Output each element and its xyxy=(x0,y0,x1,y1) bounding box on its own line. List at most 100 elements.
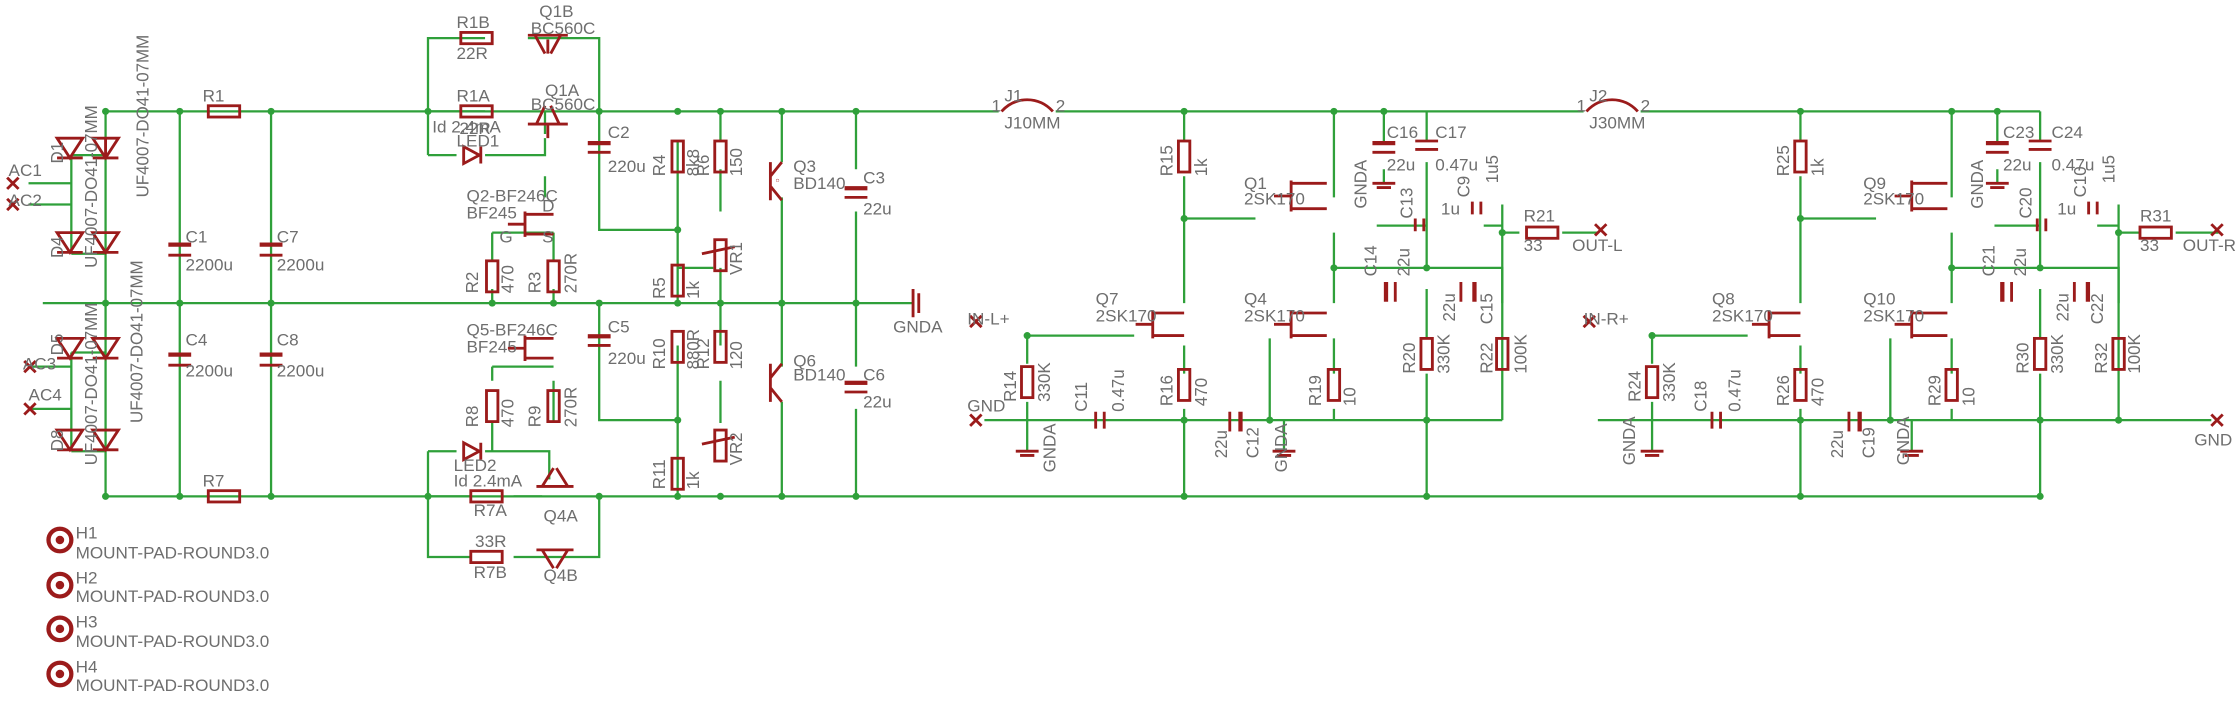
label-c3-val: 22u xyxy=(863,199,892,218)
label-r30: R30 xyxy=(2014,343,2033,374)
label-diode-val-4: UF4007-DO41-07MM xyxy=(128,260,147,423)
label-c11-val: 0.47u xyxy=(1109,369,1128,411)
resistor-r7 xyxy=(206,489,242,504)
label-r7a-val: 33R xyxy=(475,532,506,551)
label-inl: IN-L+ xyxy=(967,309,1009,328)
label-h3-val: MOUNT-PAD-ROUND3.0 xyxy=(76,632,270,651)
label-h2-val: MOUNT-PAD-ROUND3.0 xyxy=(76,587,270,606)
label-c10: C10 xyxy=(2071,166,2090,197)
label-r8-val: 470 xyxy=(499,399,518,427)
label-gnd-right: GND xyxy=(2194,431,2232,450)
label-r24: R24 xyxy=(1626,371,1645,402)
pin-g-q2: G xyxy=(499,228,512,247)
label-r26: R26 xyxy=(1774,375,1793,406)
label-gnda-r2: GNDA xyxy=(1894,416,1913,466)
label-c6-val: 22u xyxy=(863,393,892,412)
label-c20-val: 1u xyxy=(2057,199,2076,218)
label-vr1: VR1 xyxy=(727,242,746,275)
label-c23-val: 22u xyxy=(2003,156,2032,175)
label-q4l-val: 2SK170 xyxy=(1244,307,1305,326)
label-r10-val: 880R xyxy=(684,329,703,369)
label-q8-val: 2SK170 xyxy=(1712,307,1773,326)
label-c17: C17 xyxy=(1435,123,1466,142)
label-q1a: Q1A xyxy=(545,81,580,100)
j1-pin1: 1 xyxy=(992,96,1002,115)
label-id-top: Id 2.4mA xyxy=(432,118,501,137)
label-c10-val: 1u5 xyxy=(2099,155,2118,183)
label-c5: C5 xyxy=(608,318,630,337)
label-d4: D4 xyxy=(48,236,67,258)
label-c5-val: 220u xyxy=(608,349,646,368)
reservoir-caps xyxy=(168,242,283,367)
label-r31-val: 33 xyxy=(2140,236,2159,255)
label-ac4: AC4 xyxy=(29,386,62,405)
label-q3-val: BD140 xyxy=(793,174,845,193)
label-h1: H1 xyxy=(76,524,98,543)
label-q1l: Q1 xyxy=(1244,174,1267,193)
label-r22-val: 100K xyxy=(1511,333,1530,373)
label-r5: R5 xyxy=(650,277,669,299)
label-q8: Q8 xyxy=(1712,290,1735,309)
label-q7: Q7 xyxy=(1096,290,1119,309)
label-r16-val: 470 xyxy=(1192,378,1211,406)
resistor-r1 xyxy=(206,104,242,119)
label-gnda-l2: GNDA xyxy=(1272,423,1291,473)
label-gnda: GNDA xyxy=(893,318,943,337)
label-q7-val: 2SK170 xyxy=(1096,307,1157,326)
diode-bridge xyxy=(54,136,122,453)
label-d8: D8 xyxy=(48,430,67,452)
label-r29-val: 10 xyxy=(1959,387,1978,406)
label-inr: IN-R+ xyxy=(1584,309,1629,328)
label-q5-val: BF245 xyxy=(467,338,517,357)
label-c7-val: 2200u xyxy=(277,256,325,275)
label-d5: D5 xyxy=(48,334,67,356)
label-r8: R8 xyxy=(463,406,482,428)
label-q4a: Q4A xyxy=(544,507,579,526)
label-r32-val: 100K xyxy=(2125,333,2144,373)
label-c19: C19 xyxy=(1860,427,1879,458)
label-h1-val: MOUNT-PAD-ROUND3.0 xyxy=(76,543,270,562)
label-h3: H3 xyxy=(76,613,98,632)
label-q4l: Q4 xyxy=(1244,290,1267,309)
label-c12: C12 xyxy=(1243,427,1262,458)
label-ac3: AC3 xyxy=(23,355,56,374)
label-r25: R25 xyxy=(1774,145,1793,176)
label-r31: R31 xyxy=(2140,206,2171,225)
label-q3: Q3 xyxy=(793,157,816,176)
label-c22-val: 22u xyxy=(2054,293,2073,321)
label-led2: LED2 xyxy=(454,456,497,475)
label-r2: R2 xyxy=(463,272,482,294)
label-r3-val: 270R xyxy=(561,253,580,293)
label-c14: C14 xyxy=(1362,245,1381,276)
label-q6-val: BD140 xyxy=(793,366,845,385)
label-r22: R22 xyxy=(1477,343,1496,374)
ac-terminals xyxy=(6,176,37,416)
label-q10-val: 2SK170 xyxy=(1863,307,1924,326)
label-c9-val: 1u5 xyxy=(1483,155,1502,183)
label-r12: R12 xyxy=(694,338,713,369)
label-q1b: Q1B xyxy=(539,2,573,21)
label-gnd-left: GND xyxy=(967,397,1005,416)
label-r4: R4 xyxy=(650,155,669,177)
label-ac2: AC2 xyxy=(9,191,42,210)
label-q1a-val: BC560C xyxy=(531,95,596,114)
label-c19-val: 22u xyxy=(1828,430,1847,458)
label-r24-val: 330K xyxy=(1660,362,1679,402)
label-diode-val-3: UF4007-DO41-07MM xyxy=(82,303,101,466)
pin-d-q2: D xyxy=(542,197,554,216)
label-led1: LED1 xyxy=(457,132,500,151)
label-r10: R10 xyxy=(650,338,669,369)
jumper-j2 xyxy=(1585,98,1639,113)
label-h4-val: MOUNT-PAD-ROUND3.0 xyxy=(76,676,270,695)
pin-s-q2: S xyxy=(542,228,553,247)
label-q4b: Q4B xyxy=(544,566,578,585)
label-r19: R19 xyxy=(1306,375,1325,406)
label-q9: Q9 xyxy=(1863,174,1886,193)
label-q10: Q10 xyxy=(1863,290,1895,309)
label-j2-val: J30MM xyxy=(1589,113,1645,132)
label-r1a-val: 22R xyxy=(459,119,490,138)
label-ac1: AC1 xyxy=(9,161,42,180)
label-diode-val-1: UF4007-DO41-07MM xyxy=(82,105,101,268)
label-vr2: VR2 xyxy=(727,432,746,465)
